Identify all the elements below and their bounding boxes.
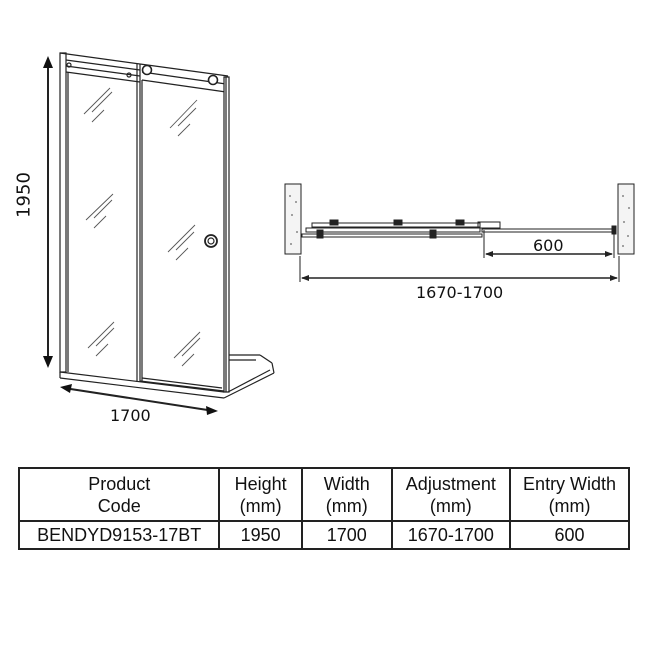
header-line: (mm): [325, 495, 368, 516]
cell-product-code: BENDYD9153-17BT: [17, 520, 221, 550]
header-width: Width(mm): [300, 467, 393, 522]
cell-width: 1700: [300, 520, 393, 550]
width-dimension-label: 1700: [110, 406, 151, 425]
cell-height: 1950: [218, 520, 303, 550]
header-line: Code: [97, 495, 141, 516]
cell-entry-width: 600: [509, 520, 630, 550]
header-line: Product: [88, 473, 151, 494]
table-row: BENDYD9153-17BT 1950 1700 1670-1700 600: [17, 520, 630, 550]
header-line: (mm): [429, 495, 472, 516]
header-line: Adjustment: [405, 473, 496, 494]
cell-adjustment: 1670-1700: [390, 520, 512, 550]
header-line: Width: [323, 473, 370, 494]
header-entry-width: Entry Width(mm): [509, 467, 630, 522]
header-line: Entry Width: [523, 473, 617, 494]
adjustment-dimension-label: 1670-1700: [416, 283, 504, 302]
header-line: Height: [234, 473, 287, 494]
header-adjustment: Adjustment(mm): [390, 467, 512, 522]
header-line: (mm): [239, 495, 282, 516]
height-dimension-label: 1950: [13, 172, 35, 218]
plan-view-drawing: [284, 183, 635, 282]
entry-width-dimension-label: 600: [533, 236, 564, 255]
header-line: (mm): [548, 495, 591, 516]
header-height: Height(mm): [218, 467, 303, 522]
